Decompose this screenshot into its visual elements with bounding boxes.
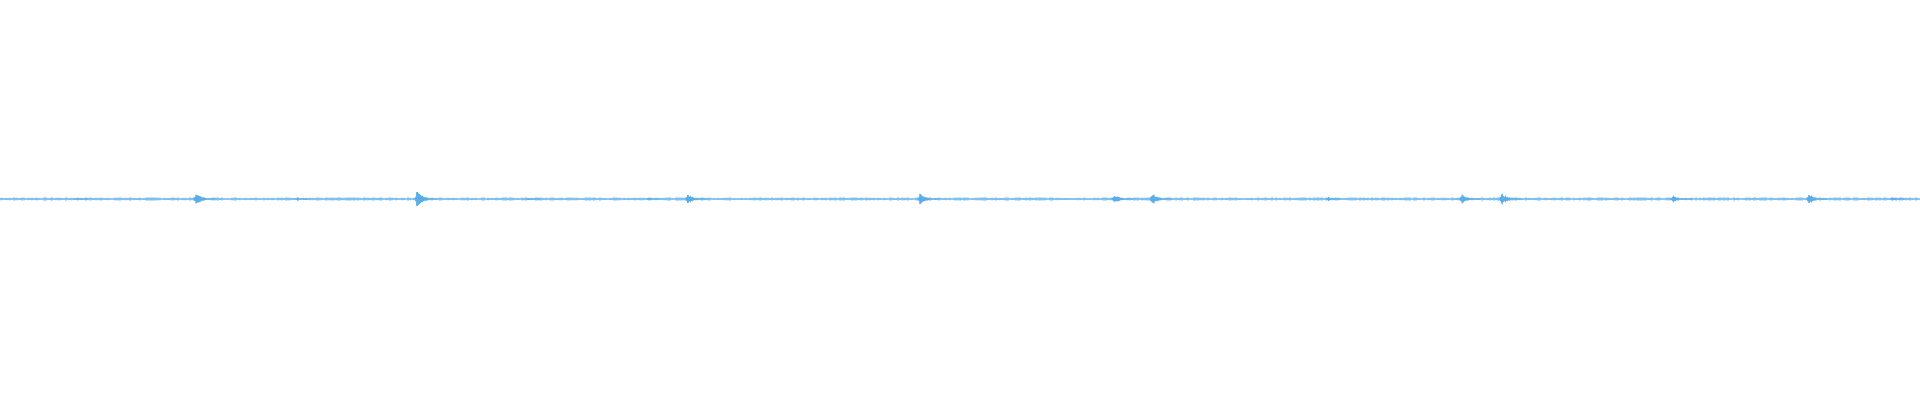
waveform-burst: [1806, 195, 1829, 203]
waveform-burst: [1458, 194, 1481, 204]
waveform-burst: [414, 191, 437, 207]
waveform-burst: [193, 194, 216, 204]
waveform-burst: [1149, 194, 1172, 204]
waveform-minor-burst: [295, 197, 310, 201]
waveform-minor-burst: [1890, 197, 1905, 201]
waveform-burst: [1111, 196, 1134, 202]
waveform-burst: [1669, 195, 1692, 203]
waveform-burst: [1498, 193, 1521, 205]
waveform-minor-burst: [74, 198, 89, 200]
waveform-minor-burst: [525, 197, 540, 201]
waveform-burst: [684, 195, 707, 203]
waveform-bursts: [0, 191, 1919, 207]
waveform-burst: [917, 193, 940, 205]
waveform-minor-burst: [1326, 197, 1341, 201]
waveform-minor-burst: [646, 197, 661, 201]
